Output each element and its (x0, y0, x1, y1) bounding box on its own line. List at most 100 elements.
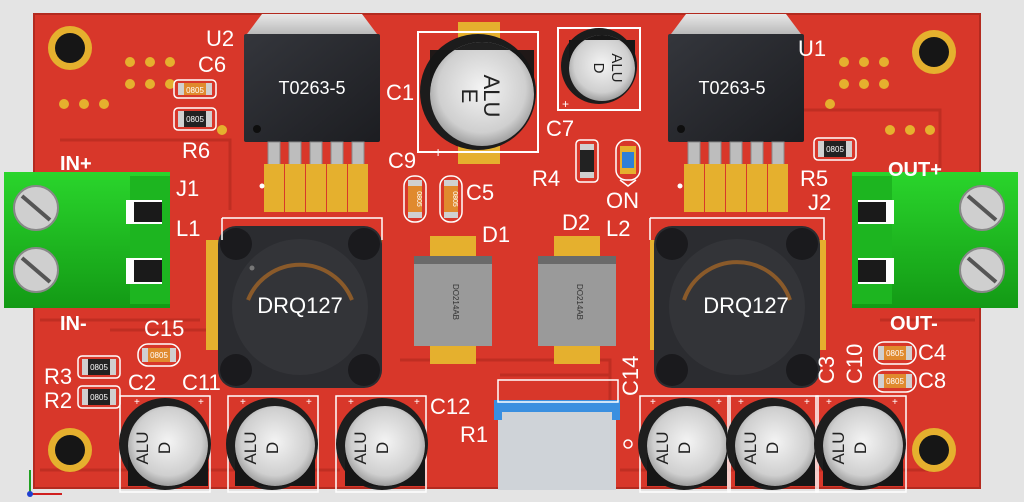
cap-4-label-d: D (675, 442, 694, 454)
smd-c9-label: 0805 (415, 191, 422, 207)
smd-r4 (575, 139, 599, 183)
smd-c8-label: 0805 (886, 377, 904, 386)
silk-c15: C15 (144, 316, 184, 341)
smd-c8 (873, 369, 917, 393)
silk-r5: R5 (800, 166, 828, 191)
silk-j2: J2 (808, 190, 831, 215)
silk-c10: C10 (842, 344, 867, 384)
silk-c2: C2 (128, 370, 156, 395)
smd-r5 (813, 137, 857, 161)
inductor-l2-label: DRQ127 (703, 293, 789, 318)
svg-text:+: + (434, 144, 442, 160)
mounting-hole (48, 428, 92, 472)
silk-l2: L2 (606, 216, 630, 241)
smd-c4 (873, 341, 917, 365)
silk-c4: C4 (918, 340, 946, 365)
smd-r2-label: 0805 (90, 393, 108, 402)
silk-on: ON (606, 188, 639, 213)
cap-1-label-alu: ALU (133, 431, 152, 464)
silk-u1: U1 (798, 36, 826, 61)
silk-r1: R1 (460, 422, 488, 447)
svg-text:+: + (348, 397, 354, 408)
capacitor-c1-label-2: E (457, 89, 482, 104)
silk-j1: J1 (176, 176, 199, 201)
smd-c5-label: 0805 (451, 191, 458, 207)
smd-c9 (403, 175, 427, 223)
smd-r5-label: 0805 (826, 145, 844, 154)
diode-d1-label: DO214AB (451, 284, 460, 320)
inductor-l1-label: DRQ127 (257, 293, 343, 318)
svg-text:+: + (892, 397, 898, 408)
capacitor-c7-label-1: ALU (608, 53, 625, 82)
capacitor-c7-label-2: D (590, 63, 607, 74)
capacitor-bottom-1 (119, 395, 211, 493)
silk-r2: R2 (44, 388, 72, 413)
mounting-hole (912, 30, 956, 74)
via-cluster-left (59, 57, 227, 135)
regulator-u1-label: T0263-5 (698, 78, 765, 98)
smd-r2 (77, 385, 121, 409)
silk-d1: D1 (482, 222, 510, 247)
smd-c4-label: 0805 (886, 349, 904, 358)
silk-out-plus: OUT+ (888, 159, 942, 181)
silk-u2: U2 (206, 26, 234, 51)
regulator-u2-label: T0263-5 (278, 78, 345, 98)
silk-out-minus: OUT- (890, 313, 938, 335)
smd-r6 (173, 107, 217, 131)
silk-c3: C3 (814, 356, 839, 384)
cap-6-label-alu: ALU (829, 431, 848, 464)
svg-text:+: + (804, 397, 810, 408)
diode-d2-label: DO214AB (575, 284, 584, 320)
silk-c9: C9 (388, 148, 416, 173)
inductor-l1 (206, 226, 382, 388)
silk-c6: C6 (198, 52, 226, 77)
smd-r3 (77, 355, 121, 379)
silk-r4: R4 (532, 166, 560, 191)
svg-text:+: + (716, 397, 722, 408)
cap-5-label-d: D (763, 442, 782, 454)
svg-text:+: + (198, 397, 204, 408)
silk-l1: L1 (176, 216, 200, 241)
trimmer-r1 (494, 379, 633, 490)
silk-c5: C5 (466, 180, 494, 205)
silk-d2: D2 (562, 210, 590, 235)
cap-1-label-d: D (155, 442, 174, 454)
via-cluster-right (825, 57, 935, 135)
cap-3-label-alu: ALU (351, 431, 370, 464)
silk-in-plus: IN+ (60, 153, 92, 175)
cap-3-label-d: D (373, 442, 392, 454)
cap-2-label-d: D (263, 442, 282, 454)
inductor-outlines (221, 217, 825, 240)
capacitor-bottom-5 (726, 395, 819, 493)
mounting-hole (48, 26, 92, 70)
svg-text:+: + (240, 397, 246, 408)
capacitor-c7: + (557, 27, 641, 111)
silk-r6: R6 (182, 138, 210, 163)
smd-c5 (439, 175, 463, 223)
cap-6-label-d: D (851, 442, 870, 454)
capacitor-bottom-2 (226, 395, 319, 493)
svg-text:+: + (738, 397, 744, 408)
cap-4-label-alu: ALU (653, 431, 672, 464)
silk-c7: C7 (546, 116, 574, 141)
svg-text:+: + (650, 397, 656, 408)
diode-d1 (414, 236, 492, 364)
mounting-hole (912, 428, 956, 472)
regulator-u2 (244, 14, 380, 212)
silk-r3: R3 (44, 364, 72, 389)
terminal-block-j1 (4, 172, 170, 308)
silk-c14: C14 (618, 356, 643, 396)
svg-text:+: + (306, 397, 312, 408)
led-on (615, 139, 641, 187)
capacitor-c1-label-1: ALU (479, 75, 504, 118)
svg-text:+: + (826, 397, 832, 408)
svg-text:+: + (134, 397, 140, 408)
diode-d2 (538, 236, 616, 364)
smd-c15-label: 0805 (150, 351, 168, 360)
smd-r6-label: 0805 (186, 115, 204, 124)
cap-5-label-alu: ALU (741, 431, 760, 464)
terminal-block-j2 (852, 172, 1018, 308)
axis-gizmo-icon (27, 470, 62, 497)
smd-c6-label: 0805 (186, 86, 204, 95)
